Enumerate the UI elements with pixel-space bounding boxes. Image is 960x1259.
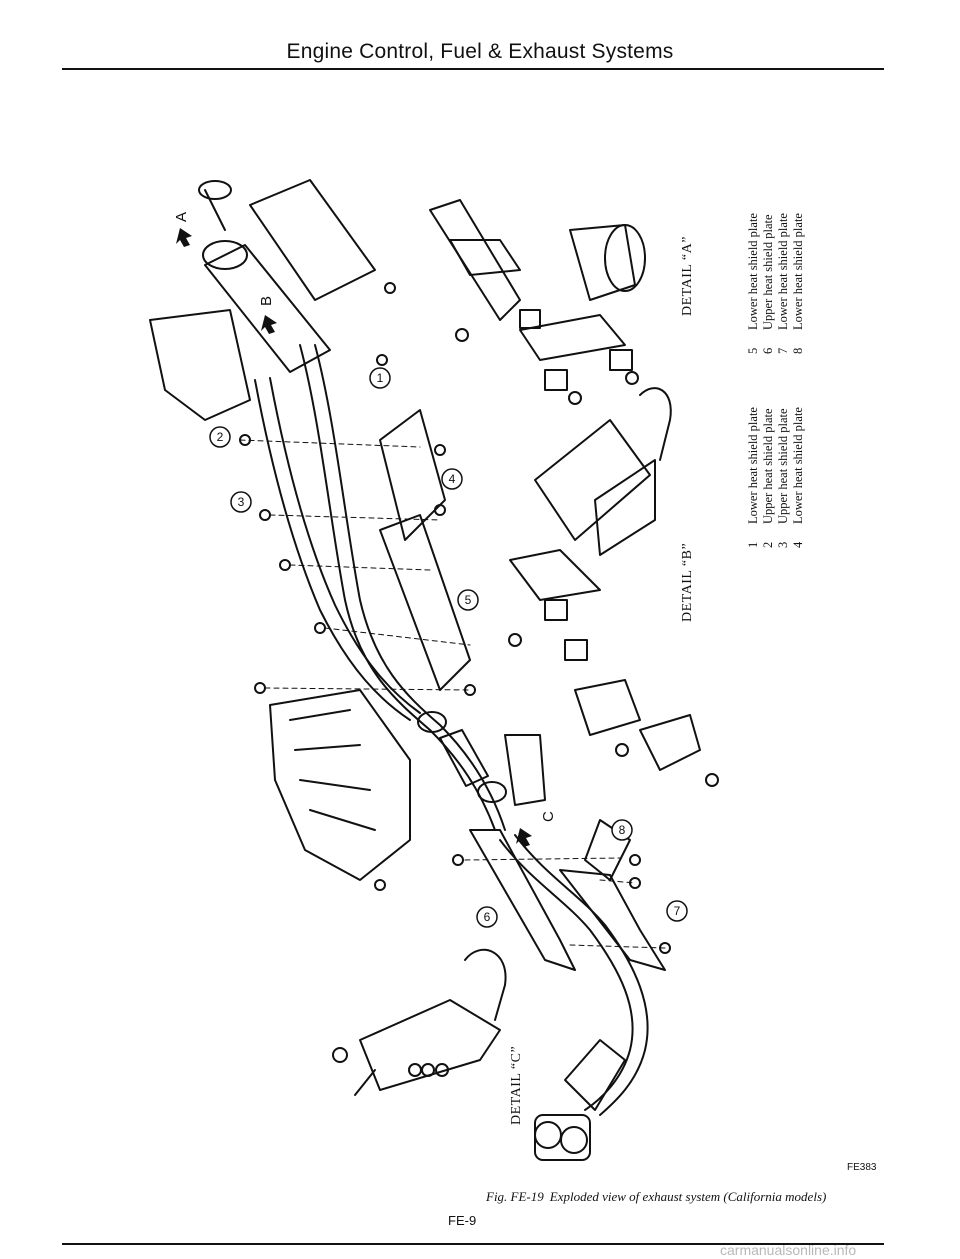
view-arrow-b [261,315,277,334]
legend-label: Upper heat shield plate [761,214,775,330]
muffler-sub [249,179,376,301]
legend-item: 4 Lower heat shield plate [791,407,806,548]
footer-rule [62,1243,884,1245]
callout-circle-7 [666,900,688,922]
callout-7: 7 [674,904,681,918]
legend-item: 2 Upper heat shield plate [761,408,776,548]
figure-caption: Fig. FE-19 Exploded view of exhaust syste… [486,1189,826,1205]
callout-circle-3 [230,491,252,513]
heat-shield-large [269,689,411,881]
flange [417,711,447,733]
callout-circle-1 [369,367,391,389]
figure-number: Fig. FE-19 [486,1189,544,1204]
legend-number: 3 [776,541,790,548]
callout-3: 3 [238,495,245,509]
watermark: carmanualsonline.info [720,1242,857,1258]
view-label-b: B [258,296,275,306]
legend-number: 1 [746,541,760,548]
detail-c-drawing [332,948,507,1096]
heat-shield-6 [469,829,576,971]
header-title: Engine Control, Fuel & Exhaust Systems [286,40,674,63]
legend-item: 7 Lower heat shield plate [776,213,791,354]
legend-label: Lower heat shield plate [746,213,760,330]
legend-item: 8 Lower heat shield plate [791,213,806,354]
callout-4: 4 [449,472,456,486]
figure-code: FE383 [847,1162,877,1173]
front-pipe [564,1039,626,1111]
legend-label: Lower heat shield plate [791,407,805,524]
legend-label: Lower heat shield plate [776,213,790,330]
legend-number: 8 [791,347,805,354]
heat-shield-4 [379,409,446,541]
legend-number: 2 [761,541,775,548]
callout-circle-6 [476,906,498,928]
legend-item: 3 Upper heat shield plate [776,408,791,548]
legend-label: Lower heat shield plate [791,213,805,330]
detail-a-label: DETAIL “A” [680,236,695,316]
muffler-main [204,244,331,373]
callout-6: 6 [484,910,491,924]
heat-shield-7 [559,869,666,971]
callout-8: 8 [619,823,626,837]
exhaust-pipe-rear [499,839,634,1111]
callout-circle-4 [441,468,463,490]
detail-a-drawing [429,199,646,405]
callout-2: 2 [217,430,224,444]
legend-label: Upper heat shield plate [761,408,775,524]
catalytic-converter [439,729,489,787]
callout-circle-8 [611,819,633,841]
view-label-c: C [540,811,557,822]
exhaust-pipe-front [299,344,496,831]
view-label-a: A [173,212,190,222]
detail-b-label: DETAIL “B” [680,542,695,622]
heat-shield-left [149,309,251,421]
detail-b-drawing [508,387,719,787]
view-arrow-a [176,228,192,247]
heat-shield-5 [379,514,471,691]
callout-circle-2 [209,426,231,448]
callout-5: 5 [465,593,472,607]
legend-number: 5 [746,347,760,354]
header-rule [62,68,884,70]
legend-number: 6 [761,347,775,354]
legend-item: 1 Lower heat shield plate [746,407,761,548]
legend-number: 4 [791,541,805,548]
view-arrow-c [516,828,532,847]
callout-circle-5 [457,589,479,611]
callout-1: 1 [377,371,384,385]
legend-item: 6 Upper heat shield plate [761,214,776,354]
legend-label: Upper heat shield plate [776,408,790,524]
page-number: FE-9 [448,1213,477,1228]
legend-label: Lower heat shield plate [746,407,760,524]
figure-caption-text: Exploded view of exhaust system (Califor… [549,1189,827,1204]
detail-c-label: DETAIL “C” [509,1045,524,1125]
legend-number: 7 [776,347,790,354]
legend-item: 5 Lower heat shield plate [746,213,761,354]
